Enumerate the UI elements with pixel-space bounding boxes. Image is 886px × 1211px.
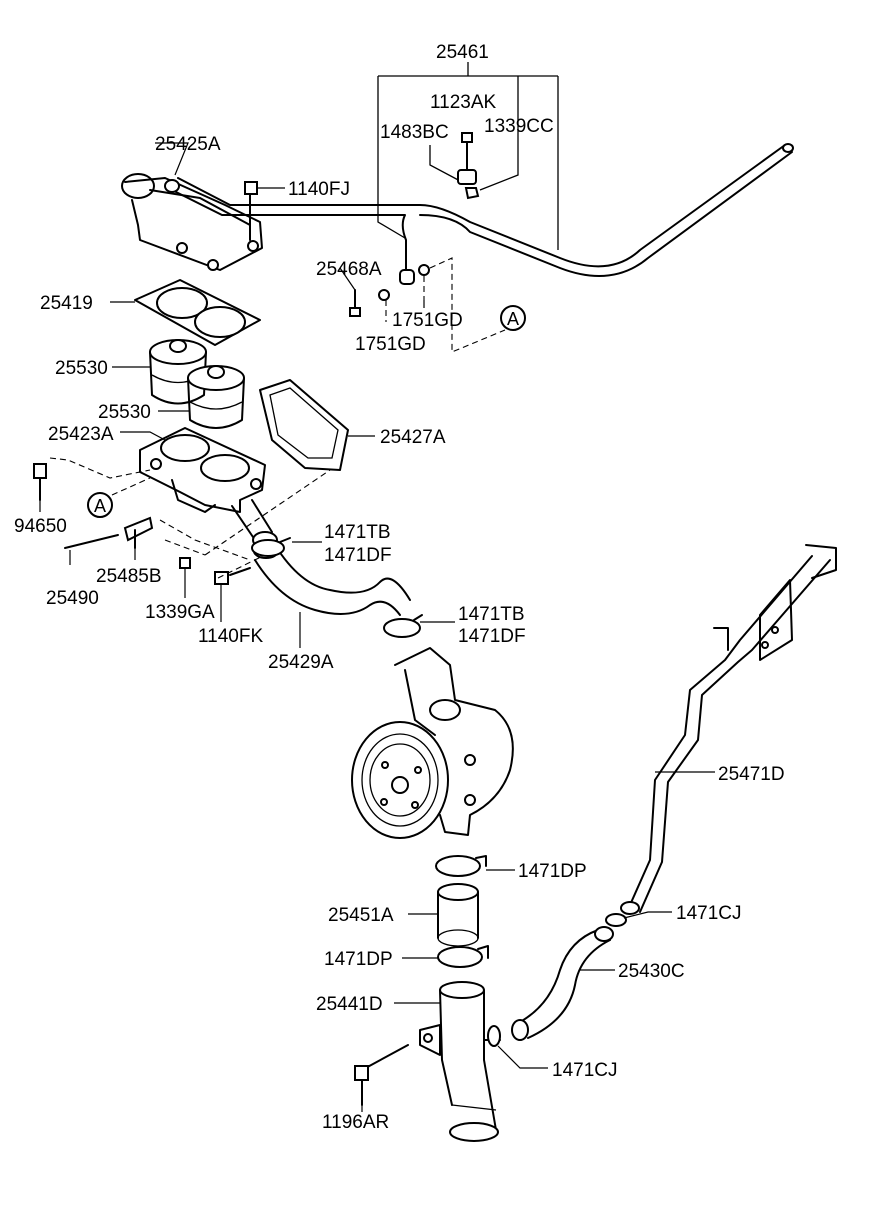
thermostat-25530-b bbox=[187, 365, 245, 429]
label-1123AK: 1123AK bbox=[430, 92, 497, 113]
label-25530-a: 25530 bbox=[55, 358, 108, 379]
label-1483BC: 1483BC bbox=[380, 122, 449, 143]
label-1471CJ-a: 1471CJ bbox=[676, 903, 742, 924]
gasket-25427A bbox=[259, 379, 349, 471]
hose-25451A bbox=[437, 883, 479, 947]
callout-a-upper: A bbox=[500, 305, 526, 331]
hose-25430C bbox=[511, 926, 614, 1041]
label-94650: 94650 bbox=[14, 516, 67, 537]
label-1471TB-a: 1471TB bbox=[324, 522, 391, 543]
label-25441D: 25441D bbox=[316, 994, 383, 1015]
gasket-25419 bbox=[134, 279, 261, 346]
callout-a-lower: A bbox=[87, 492, 113, 518]
clamp-1471DP-b bbox=[437, 945, 489, 968]
clamp-1471CJ-b bbox=[487, 1025, 501, 1047]
label-25530-b: 25530 bbox=[98, 402, 151, 423]
clamp-1471CJ-a bbox=[605, 913, 627, 927]
bypass-pipe-25461 bbox=[171, 62, 794, 353]
label-1471DF-b: 1471DF bbox=[458, 626, 526, 647]
clamp-1471TB-DF-b bbox=[383, 614, 423, 638]
label-1196AR: 1196AR bbox=[322, 1112, 389, 1133]
label-1140FJ: 1140FJ bbox=[288, 179, 350, 200]
pipe-25471D bbox=[620, 544, 837, 915]
label-1140FK: 1140FK bbox=[198, 626, 263, 647]
label-1751GD-b: 1751GD bbox=[355, 334, 426, 355]
label-25451A: 25451A bbox=[328, 905, 394, 926]
label-25471D: 25471D bbox=[718, 764, 785, 785]
label-1471DP-a: 1471DP bbox=[518, 861, 587, 882]
callout-letter: A bbox=[507, 309, 519, 329]
label-25430C: 25430C bbox=[618, 961, 685, 982]
clamp-1471TB-DF-a bbox=[251, 537, 291, 557]
label-25461: 25461 bbox=[436, 42, 489, 63]
label-25423A: 25423A bbox=[48, 424, 114, 445]
label-1339GA: 1339GA bbox=[145, 602, 215, 623]
label-1471DP-b: 1471DP bbox=[324, 949, 393, 970]
label-1751GD-a: 1751GD bbox=[392, 310, 463, 331]
leader-lines bbox=[39, 142, 715, 1112]
label-1471TB-b: 1471TB bbox=[458, 604, 525, 625]
clamp-1471DP-a bbox=[435, 855, 487, 877]
label-25427A: 25427A bbox=[380, 427, 446, 448]
pipe-25441D bbox=[354, 981, 501, 1142]
housing-cover-25425A bbox=[121, 173, 263, 271]
label-1339CC: 1339CC bbox=[484, 116, 554, 137]
part-labels: 25461 1123AK 1483BC 1339CC 25425A 1140FJ… bbox=[14, 42, 785, 1133]
water-pump bbox=[351, 647, 514, 839]
label-1471DF-a: 1471DF bbox=[324, 545, 392, 566]
label-25490: 25490 bbox=[46, 588, 99, 609]
label-25485B: 25485B bbox=[96, 566, 162, 587]
label-25425A: 25425A bbox=[155, 134, 221, 155]
callout-letter: A bbox=[94, 496, 106, 516]
label-25468A: 25468A bbox=[316, 259, 382, 280]
label-25419: 25419 bbox=[40, 293, 93, 314]
label-1471CJ-b: 1471CJ bbox=[552, 1060, 618, 1081]
label-25429A: 25429A bbox=[268, 652, 334, 673]
